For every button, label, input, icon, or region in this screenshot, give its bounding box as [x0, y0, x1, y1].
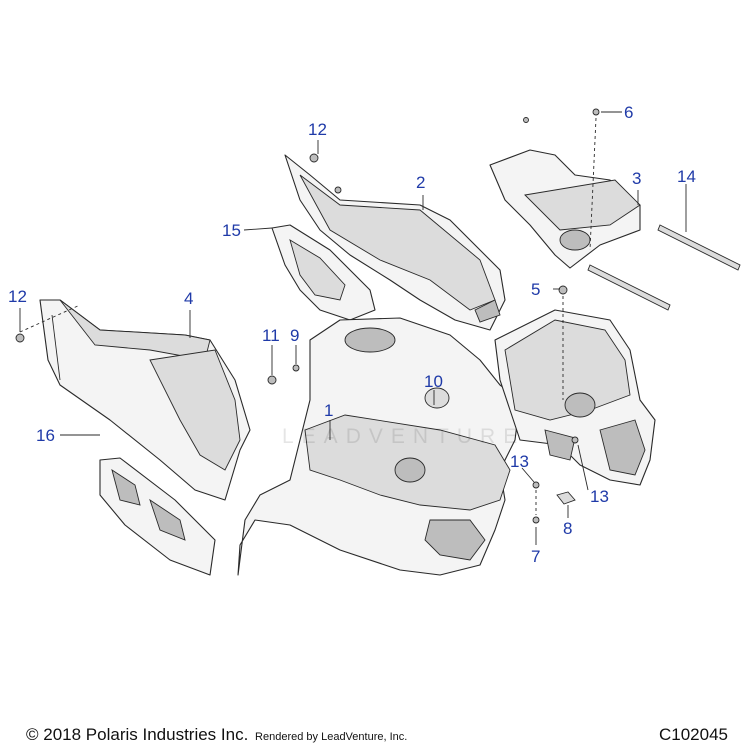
callout-8[interactable]: 8 [563, 519, 573, 538]
callout-4[interactable]: 4 [184, 289, 194, 308]
callout-7[interactable]: 7 [531, 547, 541, 566]
left-vent-panel-part [99, 457, 216, 576]
leader-lines [19, 111, 687, 545]
callout-15[interactable]: 15 [222, 221, 241, 240]
callout-10[interactable]: 10 [424, 372, 443, 391]
callout-14[interactable]: 14 [677, 167, 696, 186]
callout-5[interactable]: 5 [531, 280, 541, 299]
callout-12-top[interactable]: 12 [308, 120, 327, 139]
footer-copyright-line: © 2018 Polaris Industries Inc. Rendered … [26, 725, 407, 745]
callout-13-right[interactable]: 13 [590, 487, 609, 506]
rear-rack-panel-part [489, 149, 641, 269]
callout-9[interactable]: 9 [290, 326, 300, 345]
fasteners [15, 108, 600, 524]
callout-2[interactable]: 2 [416, 173, 426, 192]
callout-11[interactable]: 11 [262, 326, 280, 345]
callout-16[interactable]: 16 [36, 426, 55, 445]
callout-12-left[interactable]: 12 [8, 287, 27, 306]
callout-3[interactable]: 3 [632, 169, 642, 188]
diagram-code: C102045 [658, 725, 728, 744]
rendered-by-text: Rendered by LeadVenture, Inc. [255, 731, 408, 743]
side-bracket-part [271, 224, 376, 321]
watermark: LEADVENTURE [282, 425, 526, 448]
callout-1[interactable]: 1 [324, 401, 334, 420]
front-fender-body-part [237, 317, 521, 576]
rod-part [587, 224, 741, 311]
rear-storage-box-part [494, 309, 656, 486]
left-side-panel-part [39, 299, 251, 501]
callout-13-left[interactable]: 13 [510, 452, 529, 471]
copyright-text: © 2018 Polaris Industries Inc. [26, 725, 249, 744]
callout-6[interactable]: 6 [624, 103, 634, 122]
upper-fender-panel-part [284, 154, 506, 331]
